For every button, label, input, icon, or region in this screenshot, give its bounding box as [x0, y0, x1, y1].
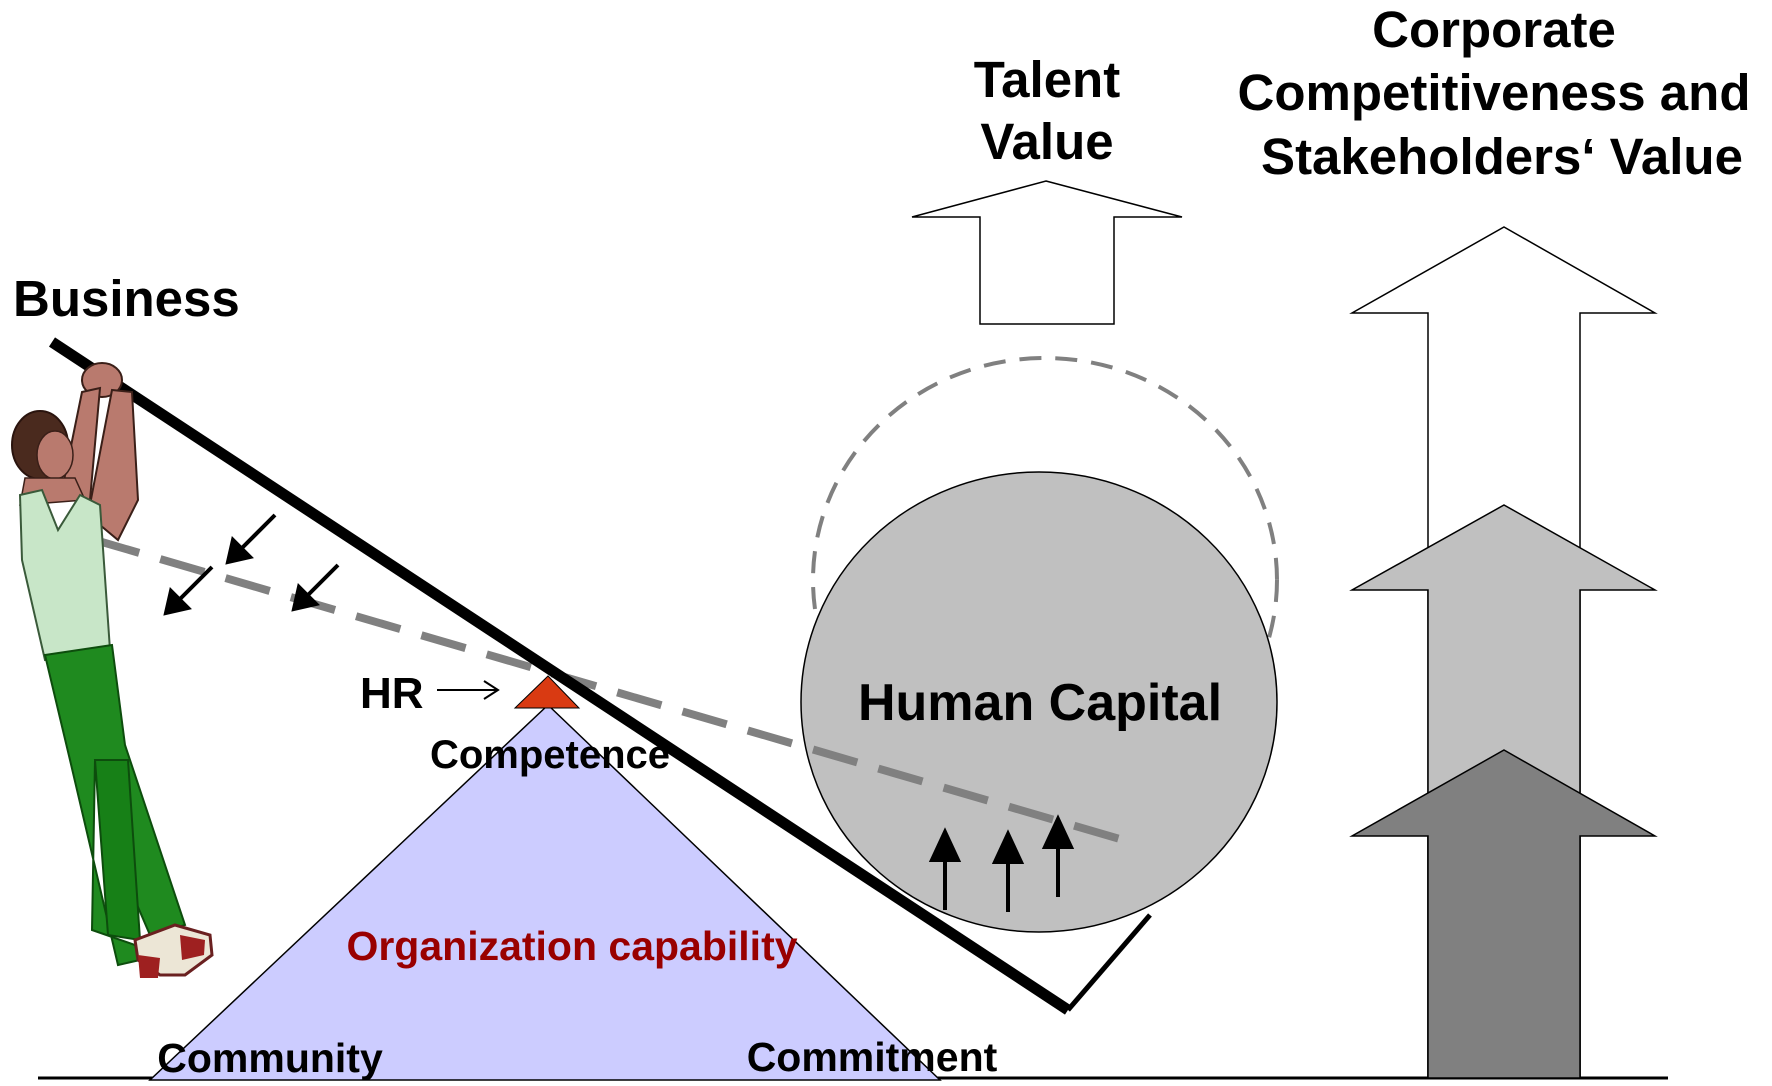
projected-human-capital-circle: [811, 356, 1279, 804]
pull-down-arrows: [163, 513, 340, 616]
corporate-label-line3: Stakeholders‘ Value: [1261, 128, 1743, 185]
business-label: Business: [13, 270, 240, 327]
corporate-arrow-inner: [1349, 749, 1658, 1079]
lever-beam: [48, 337, 1072, 1015]
talent-value-arrow: [911, 180, 1183, 325]
dashed-lever-line: [93, 536, 1132, 846]
talent-value-label-line1: Talent: [974, 51, 1120, 108]
commitment-label: Commitment: [747, 1034, 998, 1080]
corporate-label-line2: Competitiveness and: [1238, 64, 1751, 121]
hr-fulcrum: [513, 675, 581, 709]
talent-value-label-line2: Value: [980, 113, 1113, 170]
lift-arrow-2: [991, 829, 1025, 912]
person-pulling-lever-icon: [11, 362, 214, 978]
lift-arrow-3: [1041, 814, 1075, 897]
corporate-label-line1: Corporate: [1372, 1, 1616, 58]
competence-label: Competence: [430, 733, 670, 777]
hr-label: HR: [360, 669, 424, 718]
community-label: Community: [157, 1035, 383, 1081]
lift-up-arrows: [928, 814, 1075, 912]
lift-arrow-1: [928, 827, 962, 910]
human-capital-circle: [800, 471, 1278, 933]
human-capital-label: Human Capital: [858, 674, 1222, 732]
arrow-right-icon: [437, 680, 500, 700]
organization-capability-label: Organization capability: [346, 923, 797, 969]
pull-arrow-2: [163, 565, 214, 616]
pull-arrow-1: [225, 513, 277, 565]
lever-end-hook: [1066, 913, 1152, 1012]
pull-arrow-3: [291, 563, 340, 612]
organization-capability-pyramid: [148, 703, 942, 1081]
